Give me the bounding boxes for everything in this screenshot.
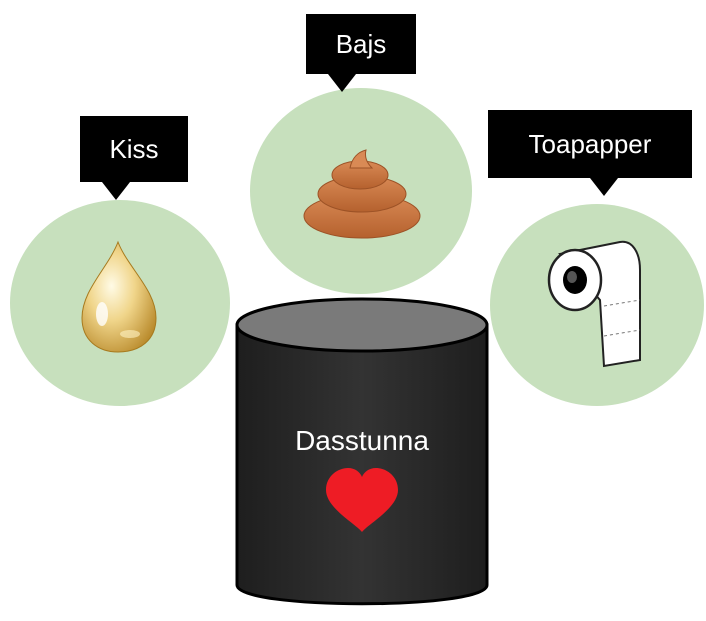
circle-toapapper: [490, 204, 704, 406]
urine-drop-icon: [81, 240, 157, 353]
heart-icon: [326, 468, 398, 532]
label-bajs: Bajs: [306, 14, 416, 74]
label-toapapper-pointer: [590, 178, 618, 196]
label-bajs-text: Bajs: [335, 28, 387, 59]
poop-icon: [303, 149, 421, 239]
bin-label: Dasstunna: [295, 425, 429, 456]
label-kiss-text: Kiss: [109, 133, 159, 164]
label-toapapper-text: Toapapper: [528, 128, 652, 159]
label-toapapper: Toapapper: [488, 110, 692, 178]
label-kiss-pointer: [102, 182, 130, 200]
label-kiss: Kiss: [80, 116, 188, 182]
bin-icon: [235, 297, 489, 606]
toilet-paper-icon: [547, 240, 641, 368]
label-bajs-pointer: [328, 74, 356, 92]
